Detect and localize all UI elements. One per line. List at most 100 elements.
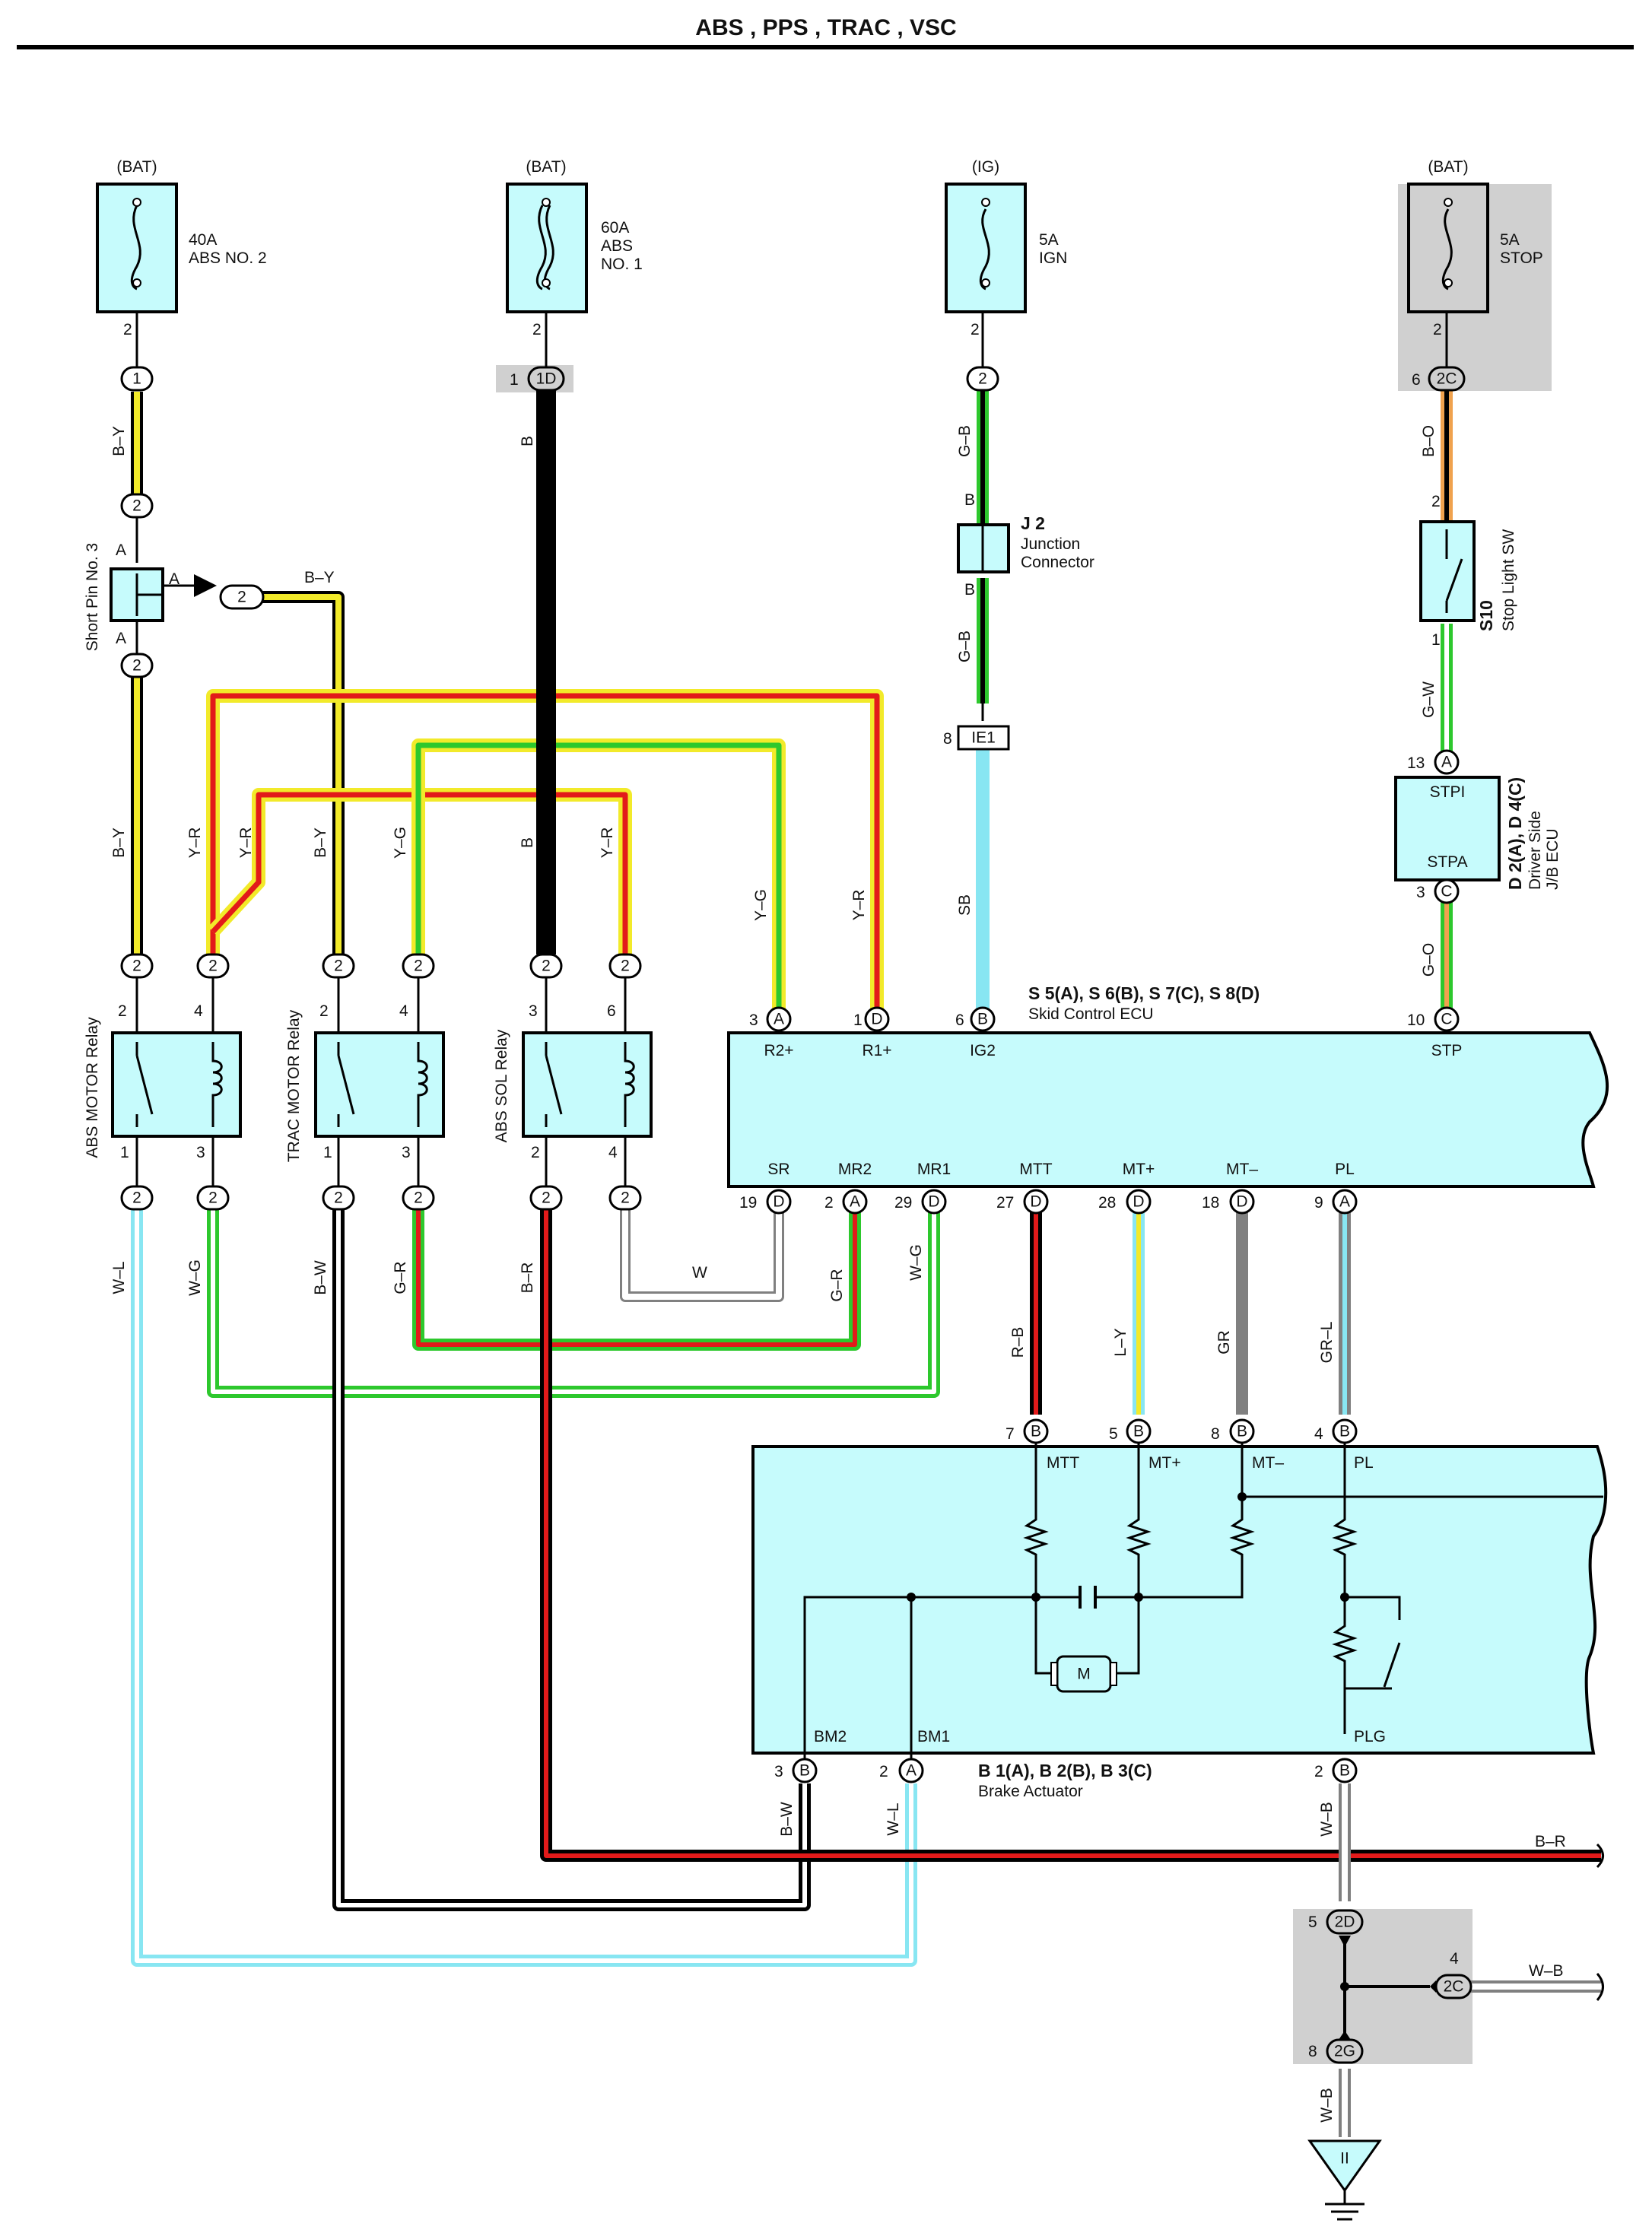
- svg-text:B: B: [977, 1011, 988, 1028]
- svg-text:1: 1: [1431, 631, 1441, 649]
- svg-text:PLG: PLG: [1354, 1728, 1386, 1745]
- svg-text:2: 2: [208, 1189, 218, 1207]
- svg-text:2: 2: [414, 1189, 423, 1207]
- svg-text:8: 8: [943, 730, 952, 748]
- svg-text:MTT: MTT: [1019, 1161, 1052, 1178]
- svg-text:Y–R: Y–R: [850, 890, 868, 921]
- svg-text:R1+: R1+: [862, 1042, 891, 1059]
- svg-text:5A: 5A: [1039, 231, 1059, 249]
- svg-text:4: 4: [1450, 1950, 1459, 1968]
- svg-text:2: 2: [879, 1763, 888, 1780]
- svg-text:(BAT): (BAT): [526, 158, 566, 176]
- svg-text:A: A: [169, 570, 179, 588]
- relay-bottom-connectors: 2 2 2 2 2 2: [120, 1185, 642, 1211]
- svg-text:ABS MOTOR Relay: ABS MOTOR Relay: [84, 1017, 101, 1158]
- svg-text:2: 2: [1431, 493, 1441, 510]
- svg-text:G–B: G–B: [956, 425, 974, 457]
- svg-text:MR1: MR1: [917, 1161, 951, 1178]
- skid-control-ecu: S 5(A), S 6(B), S 7(C), S 8(D) Skid Cont…: [727, 983, 1609, 1215]
- svg-text:2: 2: [132, 657, 141, 675]
- wire-labels: B–Y B G–B G–B B–O G–W G–O B–Y Y–R Y–R B–…: [110, 425, 1566, 2123]
- svg-text:6: 6: [955, 1012, 964, 1029]
- svg-text:D: D: [773, 1193, 784, 1211]
- svg-text:D: D: [1133, 1193, 1144, 1211]
- svg-text:A: A: [116, 542, 126, 559]
- svg-text:II: II: [1340, 2150, 1349, 2168]
- svg-text:5: 5: [1109, 1425, 1118, 1443]
- svg-text:B–Y: B–Y: [312, 827, 329, 858]
- svg-text:TRAC MOTOR Relay: TRAC MOTOR Relay: [285, 1009, 303, 1162]
- svg-text:2: 2: [118, 1002, 127, 1020]
- svg-text:Short Pin No. 3: Short Pin No. 3: [84, 543, 101, 651]
- svg-text:2: 2: [971, 321, 980, 338]
- svg-text:W–B: W–B: [1529, 1962, 1564, 1980]
- svg-text:Y–R: Y–R: [186, 827, 204, 859]
- svg-text:W–B: W–B: [1318, 1802, 1336, 1837]
- junction-connector-j2: B B J 2 Junction Connector 8 IE1: [943, 491, 1094, 751]
- svg-text:2: 2: [978, 370, 987, 388]
- svg-text:S 5(A), S 6(B), S 7(C), S 8(D): S 5(A), S 6(B), S 7(C), S 8(D): [1028, 983, 1260, 1003]
- ground-junction: 5 2D 4 2C 8 2G II: [1307, 1909, 1473, 2221]
- svg-text:Y–G: Y–G: [752, 889, 770, 921]
- svg-text:MTT: MTT: [1047, 1454, 1079, 1472]
- svg-text:B–R: B–R: [1535, 1833, 1566, 1850]
- svg-text:IGN: IGN: [1039, 249, 1067, 267]
- fuse-ign: (IG) 5A IGN 2: [945, 158, 1067, 338]
- svg-text:A: A: [1441, 754, 1452, 771]
- svg-text:8: 8: [1308, 2043, 1317, 2060]
- svg-text:28: 28: [1098, 1194, 1116, 1212]
- svg-text:2: 2: [132, 958, 141, 975]
- svg-text:2: 2: [542, 1189, 551, 1207]
- svg-text:MT+: MT+: [1148, 1454, 1181, 1472]
- svg-text:PL: PL: [1335, 1161, 1355, 1178]
- fuse-stop: (BAT) 5A STOP 2: [1407, 158, 1543, 338]
- svg-text:B–O: B–O: [1420, 425, 1438, 457]
- svg-text:D 2(A), D 4(C): D 2(A), D 4(C): [1505, 777, 1525, 890]
- top-connectors: 1 1 1D 2 6 2C: [120, 366, 1466, 392]
- svg-text:A: A: [1339, 1193, 1350, 1211]
- svg-text:(BAT): (BAT): [116, 158, 157, 176]
- svg-text:(IG): (IG): [972, 158, 999, 176]
- svg-text:2: 2: [237, 589, 246, 606]
- svg-text:MT–: MT–: [1252, 1454, 1284, 1472]
- svg-text:B: B: [1237, 1423, 1247, 1440]
- svg-text:B: B: [1031, 1423, 1041, 1440]
- svg-text:1: 1: [853, 1012, 863, 1029]
- svg-text:Skid Control ECU: Skid Control ECU: [1028, 1005, 1154, 1023]
- svg-text:B–W: B–W: [778, 1802, 796, 1837]
- svg-text:(BAT): (BAT): [1428, 158, 1468, 176]
- svg-text:MT+: MT+: [1123, 1161, 1155, 1178]
- svg-text:BM2: BM2: [814, 1728, 847, 1745]
- svg-text:B: B: [1339, 1423, 1350, 1440]
- svg-text:D: D: [1030, 1193, 1041, 1211]
- actuator-internal-circuit: [803, 1444, 1401, 1774]
- svg-text:R2+: R2+: [764, 1042, 793, 1059]
- svg-text:B: B: [964, 491, 975, 509]
- svg-text:2: 2: [334, 958, 343, 975]
- svg-text:C: C: [1441, 883, 1452, 900]
- svg-text:Connector: Connector: [1021, 554, 1094, 571]
- svg-text:9: 9: [1314, 1194, 1323, 1212]
- svg-text:2: 2: [542, 958, 551, 975]
- svg-text:2D: 2D: [1335, 1914, 1355, 1931]
- svg-text:A: A: [774, 1011, 784, 1028]
- brake-actuator: 7 B MTT 5 B MT+ 8 B MT– 4 B PL: [751, 1418, 1608, 1800]
- svg-text:4: 4: [194, 1002, 203, 1020]
- svg-text:G–B: G–B: [956, 630, 974, 662]
- svg-text:B–Y: B–Y: [110, 426, 128, 456]
- svg-text:2: 2: [531, 1144, 540, 1161]
- svg-text:SR: SR: [767, 1161, 789, 1178]
- svg-text:29: 29: [894, 1194, 912, 1212]
- svg-text:GR–L: GR–L: [1318, 1322, 1336, 1364]
- svg-text:G–O: G–O: [1420, 943, 1438, 977]
- svg-text:J/B ECU: J/B ECU: [1544, 828, 1561, 890]
- svg-text:2: 2: [621, 1189, 630, 1207]
- svg-text:2: 2: [334, 1189, 343, 1207]
- short-pin-no3: 2 A A A Short Pin No. 3 2 2: [84, 493, 265, 678]
- svg-text:B–R: B–R: [519, 1263, 536, 1294]
- svg-text:B: B: [519, 436, 536, 446]
- svg-text:2: 2: [824, 1194, 834, 1212]
- svg-text:J 2: J 2: [1021, 513, 1045, 533]
- stop-light-switch: 2 1 S10 Stop Light SW: [1419, 493, 1517, 649]
- svg-text:27: 27: [996, 1194, 1014, 1212]
